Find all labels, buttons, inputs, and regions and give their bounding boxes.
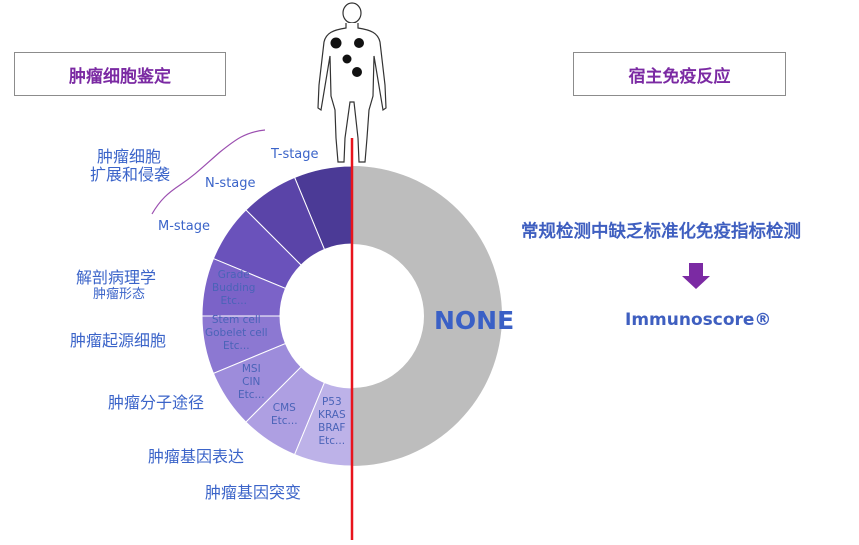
tumor-spot: [352, 67, 362, 77]
segment-grade-label: Grade Budding Etc...: [212, 269, 256, 307]
invasion-label-line2: 扩展和侵袭: [90, 165, 171, 184]
arrow-down-icon: [682, 263, 710, 289]
m-stage-label: M-stage: [158, 219, 210, 234]
segment-cms-label: CMS Etc...: [271, 402, 298, 427]
tumor-segment-group: [201, 165, 353, 467]
anatomy-label-line2: 肿瘤形态: [93, 287, 146, 302]
none-label: NONE: [434, 306, 515, 335]
segment-msi-label: MSI CIN Etc...: [238, 363, 265, 401]
segment-p53-label: P53 KRAS BRAF Etc...: [318, 396, 346, 447]
tumor-spot: [354, 38, 364, 48]
expression-label: 肿瘤基因表达: [148, 447, 245, 466]
immunoscore-label: Immunoscore®: [625, 310, 772, 330]
segment-stem-label: Stem cell Gobelet cell Etc...: [205, 314, 268, 352]
human-body-figure: [317, 2, 387, 163]
tumor-spots: [330, 37, 364, 77]
t-stage-label: T-stage: [271, 147, 319, 162]
pathway-label: 肿瘤分子途径: [108, 393, 205, 412]
n-stage-label: N-stage: [205, 176, 256, 191]
tumor-spot: [330, 37, 342, 49]
invasion-label-line1: 肿瘤细胞: [97, 147, 162, 166]
host-immune-header: 宿主免疫反应: [573, 52, 786, 96]
tumor-identification-header: 肿瘤细胞鉴定: [14, 52, 226, 96]
tumor-spot: [342, 54, 352, 64]
invasion-brace: [151, 129, 266, 215]
anatomy-label-line1: 解剖病理学: [76, 268, 157, 287]
origin-label: 肿瘤起源细胞: [70, 331, 167, 350]
mutation-label: 肿瘤基因突变: [205, 483, 302, 502]
host-immune-half-ring: [352, 166, 502, 466]
lack-of-immune-test-title: 常规检测中缺乏标准化免疫指标检测: [521, 222, 801, 242]
